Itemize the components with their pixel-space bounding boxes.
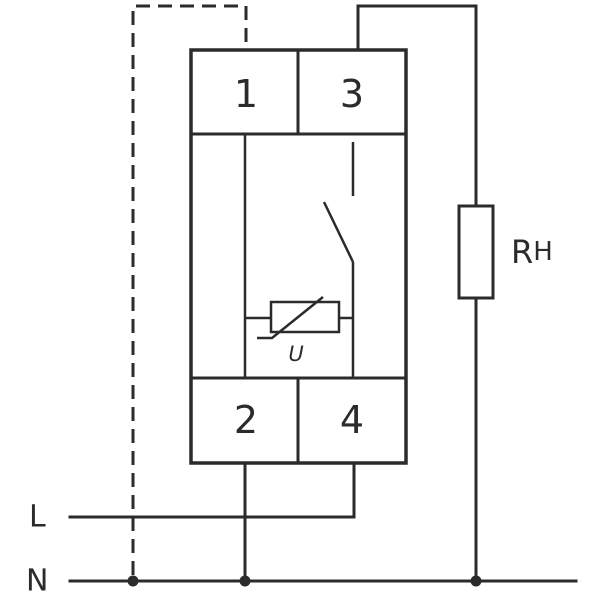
varistor-symbol: U: [245, 296, 353, 366]
live-wire: [68, 461, 356, 519]
junction-dot-dashed: [127, 575, 139, 587]
live-line-label: L: [29, 500, 46, 535]
varistor-slash: [257, 296, 324, 340]
load-label: RH: [511, 233, 553, 271]
neutral-line-label: N: [26, 564, 48, 599]
load-resistor: [457, 204, 495, 300]
terminal-1-label: 1: [234, 72, 258, 116]
load-label-subscript: H: [533, 237, 553, 267]
wire-terminal-3-to-load: [356, 4, 478, 208]
terminal-2-label: 2: [234, 398, 258, 442]
junction-dot-terminal-2: [239, 575, 251, 587]
varistor-label: U: [288, 342, 303, 366]
terminal-4-label: 4: [340, 398, 364, 442]
junction-dot-load: [470, 575, 482, 587]
relay-switch-contact: [322, 201, 355, 263]
dashed-optional-wire: [131, 4, 248, 581]
terminal-3-label: 3: [340, 72, 364, 116]
